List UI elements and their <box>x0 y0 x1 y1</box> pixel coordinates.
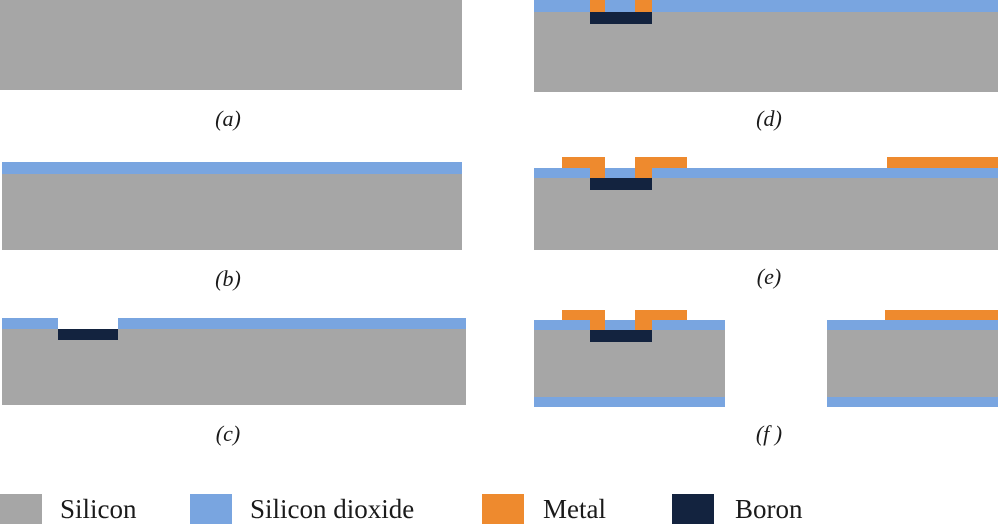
boron-doped-region <box>590 12 652 24</box>
caption-d: (d) <box>756 106 782 131</box>
silicon-dioxide-layer <box>827 320 998 330</box>
legend-label-silicon-dioxide: Silicon dioxide <box>250 494 415 524</box>
silicon-substrate <box>534 178 998 250</box>
silicon-substrate <box>0 0 462 90</box>
legend-label-boron: Boron <box>735 494 803 524</box>
backside-oxide-layer <box>534 397 725 407</box>
metal-pad-left <box>562 310 605 320</box>
boron-doped-region <box>590 178 652 190</box>
silicon-dioxide-layer-right <box>118 318 466 329</box>
caption-e: (e) <box>756 264 782 289</box>
silicon-dioxide-layer <box>2 162 462 174</box>
legend-swatch-metal <box>482 494 524 524</box>
backside-oxide-layer <box>827 397 998 407</box>
silicon-substrate <box>2 174 462 250</box>
legend-swatch-silicon <box>0 494 42 524</box>
silicon-substrate <box>2 329 466 405</box>
caption-b: (b) <box>215 266 241 291</box>
caption-f: (f ) <box>755 421 783 446</box>
silicon-dioxide-layer-left <box>2 318 58 329</box>
legend-label-metal: Metal <box>543 494 606 524</box>
boron-doped-region <box>58 329 118 340</box>
metal-contact-left <box>590 168 605 178</box>
metal-contact-left <box>590 320 605 330</box>
silicon-dioxide-layer-right <box>652 320 725 330</box>
silicon-dioxide-layer-right <box>652 0 998 12</box>
legend-label-silicon: Silicon <box>60 494 137 524</box>
caption-a: (a) <box>215 106 241 131</box>
metal-contact-right <box>635 168 652 178</box>
boron-doped-region <box>590 330 652 342</box>
metal-pad-right <box>635 157 687 168</box>
metal-contact-right <box>635 320 652 330</box>
metal-pad-left <box>562 157 605 168</box>
legend-swatch-silicon-dioxide <box>190 494 232 524</box>
silicon-dioxide-layer-center <box>605 168 635 178</box>
metal-pad-right <box>635 310 687 320</box>
metal-contact-left <box>590 0 605 12</box>
legend-swatch-boron <box>672 494 714 524</box>
metal-pad-far-right <box>887 157 998 168</box>
caption-c: (c) <box>215 421 241 446</box>
silicon-substrate <box>534 12 998 92</box>
silicon-dioxide-layer-left <box>534 320 590 330</box>
silicon-substrate <box>827 330 998 397</box>
metal-contact-right <box>635 0 652 12</box>
silicon-dioxide-layer-left <box>534 0 590 12</box>
silicon-dioxide-layer-center <box>605 0 635 12</box>
silicon-dioxide-layer-center <box>605 320 635 330</box>
metal-pad <box>885 310 998 320</box>
silicon-dioxide-layer-left <box>534 168 590 178</box>
silicon-dioxide-layer-right <box>652 168 998 178</box>
